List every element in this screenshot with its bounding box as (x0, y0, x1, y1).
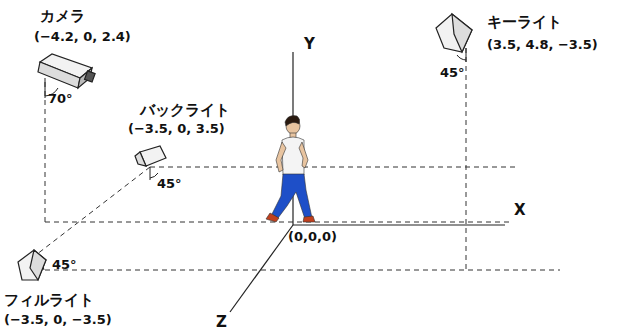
angle-label: 45° (157, 177, 182, 191)
coordinate-label: (−3.5, 0, −3.5) (4, 313, 112, 327)
light-name: キーライト (487, 14, 562, 31)
coordinate-label: (3.5, 4.8, −3.5) (487, 38, 598, 52)
angle-label: 70° (48, 92, 73, 106)
person-figure (266, 116, 315, 222)
light-name: バックライト (140, 102, 230, 119)
axis-label: Z (216, 314, 227, 331)
axis-label: X (514, 202, 526, 219)
light-name: フィルライト (4, 292, 94, 309)
angle-label: 45° (52, 258, 77, 272)
fill-light-icon (18, 250, 46, 280)
coordinate-label: (−4.2, 0, 2.4) (34, 30, 131, 44)
key-light-icon (436, 14, 472, 52)
camera-name: カメラ (40, 8, 85, 25)
axis-label: Y (304, 36, 315, 53)
back-light-icon (135, 146, 166, 166)
coordinate-label: (−3.5, 0, 3.5) (128, 122, 225, 136)
origin-label: (0,0,0) (288, 230, 337, 244)
camera-icon (38, 54, 95, 88)
angle-label: 45° (440, 66, 465, 80)
